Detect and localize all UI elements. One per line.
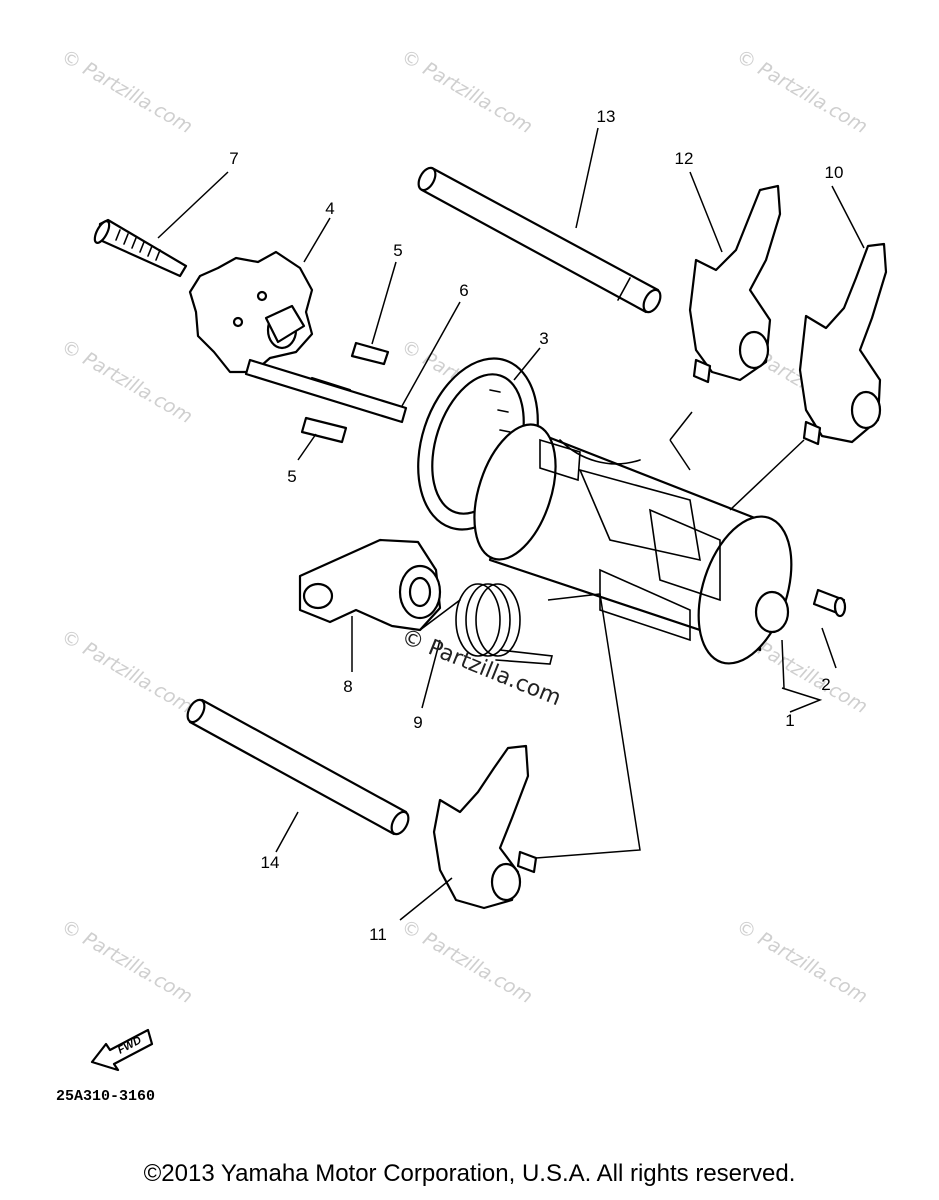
callout-2: 2 (821, 675, 830, 694)
callout-5-upper: 5 (393, 241, 402, 260)
part-13-guide-bar-upper (417, 166, 662, 314)
part-4-segment (188, 250, 314, 374)
leader-lines (157, 127, 865, 921)
callout-labels: 1 2 3 4 5 5 6 7 8 9 10 11 12 13 14 (229, 107, 843, 944)
part-14-guide-bar-lower (186, 698, 410, 836)
callout-13: 13 (597, 107, 616, 126)
watermark: © Partzilla.com (398, 45, 537, 138)
part-11-shift-fork (432, 744, 538, 910)
callout-8: 8 (343, 677, 352, 696)
part-12-shift-fork (688, 184, 782, 384)
callout-12: 12 (675, 149, 694, 168)
watermark: © Partzilla.com (733, 45, 872, 138)
watermark: © Partzilla.com (58, 625, 197, 718)
drawing-number: 25A310-3160 (56, 1088, 155, 1105)
callout-14: 14 (261, 853, 280, 872)
callout-7: 7 (229, 149, 238, 168)
part-2-pin (812, 588, 847, 618)
watermark: © Partzilla.com (58, 335, 197, 428)
part-1-shift-drum (473, 423, 793, 665)
watermark: © Partzilla.com (58, 45, 197, 138)
callout-9: 9 (413, 713, 422, 732)
callout-5-lower: 5 (287, 467, 296, 486)
callout-4: 4 (325, 199, 334, 218)
part-10-shift-fork (798, 242, 888, 446)
part-8-shift-lever (298, 538, 442, 632)
part-7-bolt (93, 218, 188, 278)
callout-3: 3 (539, 329, 548, 348)
watermark: © Partzilla.com (398, 915, 537, 1008)
callout-6: 6 (459, 281, 468, 300)
part-9-torsion-spring (419, 583, 553, 665)
center-watermark: © Partzilla.com (398, 624, 565, 711)
callout-10: 10 (825, 163, 844, 182)
callout-11: 11 (369, 925, 387, 944)
center-watermark-text: © Partzilla.com (398, 624, 565, 711)
watermark: © Partzilla.com (58, 915, 197, 1008)
fwd-arrow-icon: FWD (90, 1028, 154, 1072)
watermark: © Partzilla.com (733, 915, 872, 1008)
copyright-notice: ©2013 Yamaha Motor Corporation, U.S.A. A… (143, 1160, 796, 1187)
part-6-pin (244, 358, 408, 424)
callout-1: 1 (785, 711, 794, 730)
